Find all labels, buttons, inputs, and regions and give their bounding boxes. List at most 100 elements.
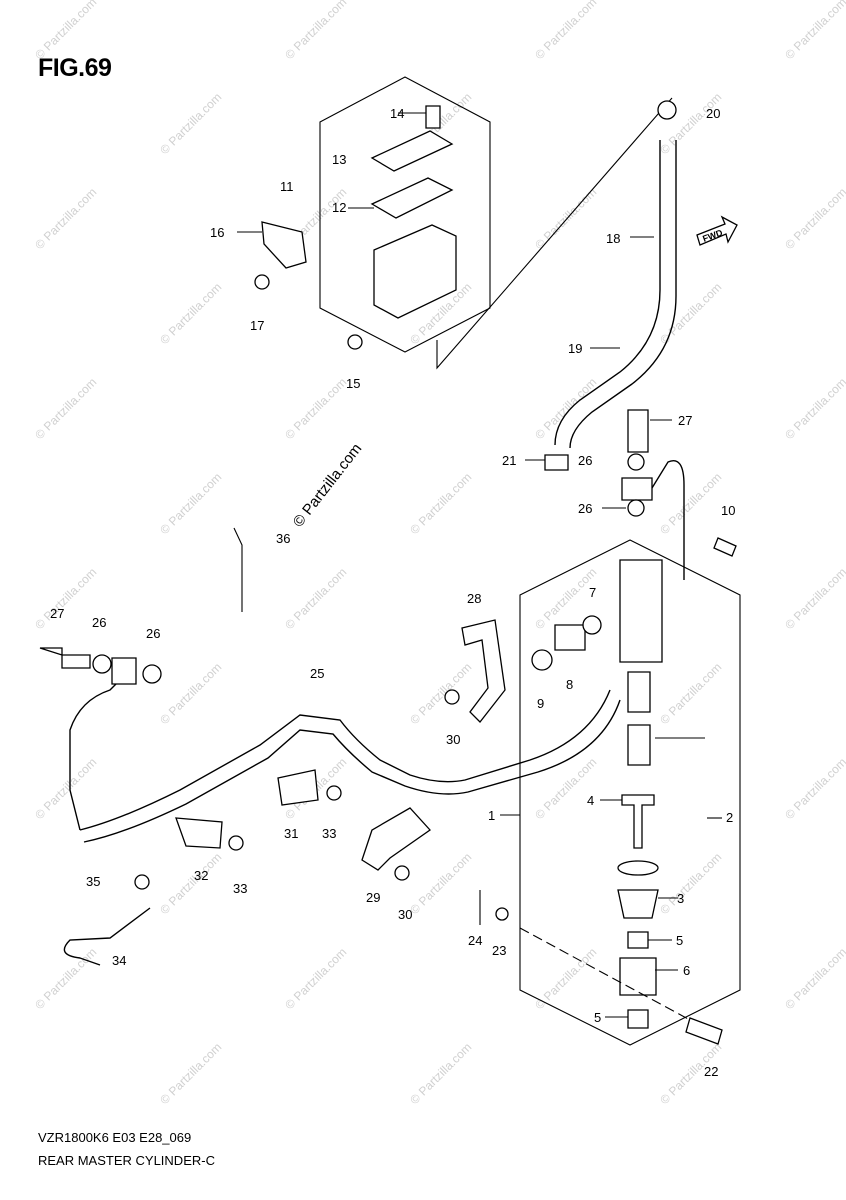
watermark-tile: © Partzilla.com bbox=[157, 90, 224, 157]
watermark-tile: © Partzilla.com bbox=[407, 660, 474, 727]
leader-pin bbox=[519, 927, 691, 1021]
callout-27-left: 27 bbox=[50, 606, 64, 621]
reservoir-cap bbox=[370, 130, 454, 172]
callout-17: 17 bbox=[250, 318, 264, 333]
circlip-3-ring bbox=[617, 860, 659, 876]
o-ring-7 bbox=[582, 615, 602, 635]
footer-code: VZR1800K6 E03 E28_069 bbox=[38, 1130, 192, 1145]
bolt-30-a bbox=[444, 689, 460, 705]
callout-5-lower: 5 bbox=[594, 1010, 601, 1025]
hose-10 bbox=[651, 460, 685, 580]
callout-12: 12 bbox=[332, 200, 346, 215]
fwd-arrow bbox=[696, 215, 738, 246]
piston bbox=[627, 724, 651, 766]
tie-36 bbox=[233, 527, 243, 612]
callout-6: 6 bbox=[683, 963, 690, 978]
watermark-tile: © Partzilla.com bbox=[407, 470, 474, 537]
footer-name: REAR MASTER CYLINDER-C bbox=[38, 1153, 215, 1168]
watermark-tile: © Partzilla.com bbox=[157, 1040, 224, 1107]
callout-3: 3 bbox=[677, 891, 684, 906]
watermark-tile: © Partzilla.com bbox=[407, 850, 474, 917]
master-cylinder-body bbox=[619, 559, 663, 663]
watermark-tile: © Partzilla.com bbox=[157, 470, 224, 537]
callout-32: 32 bbox=[194, 868, 208, 883]
hose-clamp-20 bbox=[657, 100, 677, 120]
reservoir-hose bbox=[554, 140, 661, 446]
leader-lines bbox=[237, 112, 722, 1018]
leader-reservoir bbox=[436, 97, 673, 370]
callout-21: 21 bbox=[502, 453, 516, 468]
watermark-tile: © Partzilla.com bbox=[657, 90, 724, 157]
watermark-tile: © Partzilla.com bbox=[657, 470, 724, 537]
clevis-6 bbox=[619, 957, 657, 996]
clamp-32 bbox=[175, 817, 223, 849]
watermark-tile: © Partzilla.com bbox=[32, 185, 99, 252]
watermark-tile: © Partzilla.com bbox=[657, 660, 724, 727]
callout-20: 20 bbox=[706, 106, 720, 121]
spring bbox=[627, 671, 651, 713]
watermark-tile: © Partzilla.com bbox=[32, 375, 99, 442]
callout-28: 28 bbox=[467, 591, 481, 606]
watermark-tile: © Partzilla.com bbox=[157, 280, 224, 347]
bolt-30-b bbox=[394, 865, 410, 881]
callout-13: 13 bbox=[332, 152, 346, 167]
callout-30-b: 30 bbox=[398, 907, 412, 922]
brake-hose-25-edge bbox=[83, 699, 621, 843]
hose-joint-8 bbox=[554, 624, 586, 651]
brake-hose-25 bbox=[79, 689, 611, 831]
watermark-tile: © Partzilla.com bbox=[657, 280, 724, 347]
union-bolt-27-top bbox=[627, 409, 649, 453]
watermark-tile: © Partzilla.com bbox=[32, 0, 99, 62]
watermark-tile: © Partzilla.com bbox=[282, 0, 349, 62]
watermark-layer: © Partzilla.com © Partzilla.com © Partzill… bbox=[32, 0, 846, 1107]
washer-26-a bbox=[627, 453, 645, 471]
callout-31: 31 bbox=[284, 826, 298, 841]
reservoir-diaphragm bbox=[370, 177, 454, 219]
watermark-tile: © Partzilla.com bbox=[532, 945, 599, 1012]
callout-25: 25 bbox=[310, 666, 324, 681]
callout-4: 4 bbox=[587, 793, 594, 808]
watermark-tile: © Partzilla.com bbox=[657, 850, 724, 917]
watermark-tile: © Partzilla.com bbox=[32, 755, 99, 822]
callout-30-a: 30 bbox=[446, 732, 460, 747]
clamp-31 bbox=[277, 769, 319, 806]
washer-26-b bbox=[627, 499, 645, 517]
circlip-9 bbox=[531, 649, 553, 671]
watermark-tile: © Partzilla.com bbox=[532, 755, 599, 822]
master-cylinder-frame bbox=[519, 539, 741, 1046]
banjo-fitting-top bbox=[621, 477, 653, 501]
reservoir-bracket bbox=[261, 221, 307, 269]
screw-10 bbox=[713, 537, 737, 557]
callout-26-left-b: 26 bbox=[146, 626, 160, 641]
washer-26-d bbox=[142, 664, 162, 684]
callout-29: 29 bbox=[366, 890, 380, 905]
callout-14: 14 bbox=[390, 106, 404, 121]
watermark-tile: © Partzilla.com bbox=[407, 1040, 474, 1107]
bolt-33-b bbox=[228, 835, 244, 851]
watermark-tile: © Partzilla.com bbox=[282, 945, 349, 1012]
washer-23 bbox=[495, 907, 509, 921]
reservoir-hose-edge bbox=[569, 140, 677, 449]
callout-15: 15 bbox=[346, 376, 360, 391]
watermark-tile: © Partzilla.com bbox=[157, 660, 224, 727]
watermark-diagonal: © Partzilla.com bbox=[290, 440, 366, 530]
callout-labels: 1 2 3 4 5 5 6 7 8 9 10 11 12 13 14 15 16… bbox=[50, 106, 735, 1079]
watermark-tile: © Partzilla.com bbox=[782, 755, 846, 822]
watermark-tile: © Partzilla.com bbox=[282, 565, 349, 632]
nut-5-lower bbox=[627, 1009, 649, 1029]
callout-36: 36 bbox=[276, 531, 290, 546]
watermark-tile: © Partzilla.com bbox=[32, 945, 99, 1012]
reservoir-body bbox=[373, 224, 457, 319]
callout-33-a: 33 bbox=[322, 826, 336, 841]
pin-22 bbox=[685, 1017, 723, 1045]
screw-17 bbox=[254, 274, 270, 290]
watermark-tile: © Partzilla.com bbox=[532, 185, 599, 252]
callout-26-left-a: 26 bbox=[92, 615, 106, 630]
fwd-label: FWD bbox=[701, 227, 724, 244]
callout-26-top: 26 bbox=[578, 453, 592, 468]
callout-33-b: 33 bbox=[233, 881, 247, 896]
callout-26-mid: 26 bbox=[578, 501, 592, 516]
callout-7: 7 bbox=[589, 585, 596, 600]
watermark-tile: © Partzilla.com bbox=[32, 565, 99, 632]
